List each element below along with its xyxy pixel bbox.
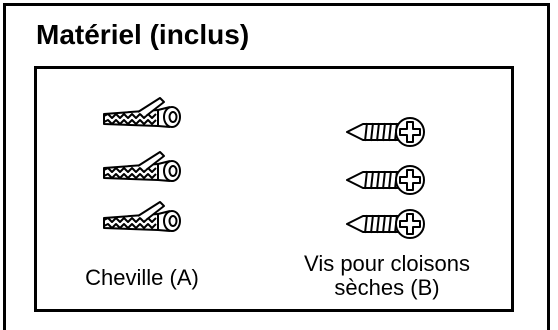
hardware-box bbox=[34, 66, 514, 312]
caption-drywall-screw: Vis pour cloisons sèches (B) bbox=[304, 251, 470, 300]
wall-anchor-icon bbox=[103, 97, 181, 128]
wall-anchor-icon bbox=[103, 201, 181, 232]
wall-anchor-icon bbox=[103, 151, 181, 182]
drywall-screw-icon bbox=[346, 165, 425, 195]
drywall-screw-icon bbox=[346, 117, 425, 147]
drywall-screw-icon bbox=[346, 209, 425, 239]
section-title: Matériel (inclus) bbox=[36, 19, 250, 50]
page-frame bbox=[3, 3, 550, 330]
caption-wall-anchor: Cheville (A) bbox=[85, 265, 199, 290]
